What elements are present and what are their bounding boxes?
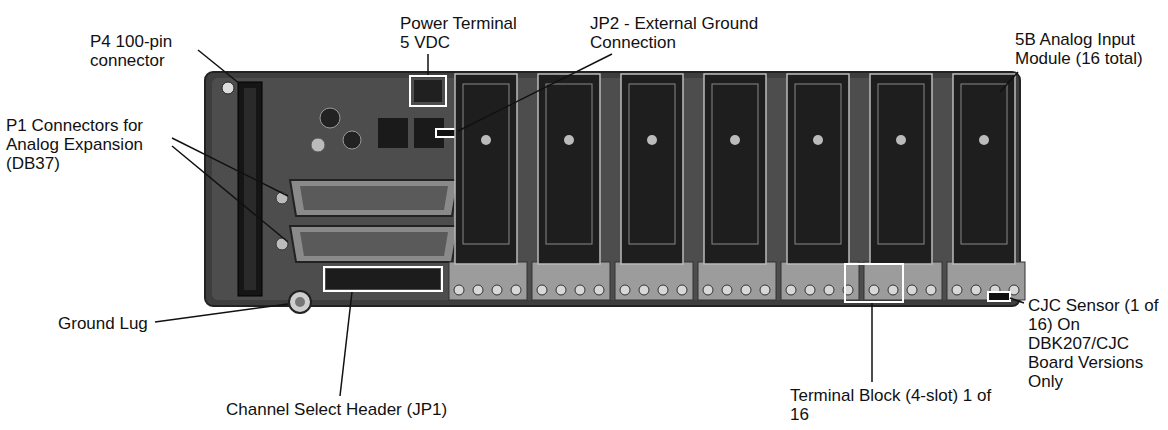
terminal-block (781, 262, 859, 300)
terminal-screw (888, 285, 898, 295)
terminal-screw (594, 285, 604, 295)
module-face (546, 84, 592, 244)
terminal-screw (971, 285, 981, 295)
leader-line (198, 50, 240, 84)
module-face (712, 84, 758, 244)
terminal-screw (722, 285, 732, 295)
terminal-block (449, 262, 527, 300)
leader-line (871, 303, 873, 382)
db37-shell (300, 186, 448, 210)
callout-label: Power Terminal 5 VDC (400, 14, 525, 52)
terminal-screw (556, 285, 566, 295)
terminal-block (615, 262, 693, 300)
analog-module (538, 74, 600, 264)
callout-label: P4 100-pin connector (90, 32, 200, 70)
module-group (449, 74, 1025, 302)
highlight-box (324, 267, 442, 291)
leader-line (1010, 298, 1024, 303)
terminal-screw (537, 285, 547, 295)
terminal-screw (703, 285, 713, 295)
module-screw (813, 135, 823, 145)
db37-connector (290, 226, 458, 262)
leader-line (427, 54, 429, 75)
chip (378, 118, 408, 148)
capacitor (343, 131, 361, 149)
highlight-box (845, 264, 903, 302)
p4-connector-slot (244, 88, 256, 290)
terminal-screw (760, 285, 770, 295)
terminal-screw (926, 285, 936, 295)
analog-module (455, 74, 517, 264)
module-face (795, 84, 841, 244)
capacitor (320, 108, 340, 128)
callout-label: 5B Analog Input Module (16 total) (1015, 30, 1160, 68)
highlight-box (410, 76, 446, 106)
callout-label: JP2 - External Ground Connection (590, 14, 785, 52)
terminal-screw (620, 285, 630, 295)
power-terminal (414, 80, 442, 102)
leader-lines (155, 50, 1024, 396)
module-screw (730, 135, 740, 145)
module-screw (979, 135, 989, 145)
module-screw (481, 135, 491, 145)
module-face (961, 84, 1007, 244)
leader-line (172, 138, 288, 196)
callout-label: Ground Lug (58, 314, 168, 333)
module-face (629, 84, 675, 244)
leader-line (1000, 72, 1018, 92)
callout-label: Channel Select Header (JP1) (226, 400, 496, 419)
module-face (463, 84, 509, 244)
terminal-screw (786, 285, 796, 295)
terminal-screw (639, 285, 649, 295)
channel-select-header (326, 269, 440, 289)
terminal-block (532, 262, 610, 300)
capacitor (311, 138, 325, 152)
leader-line (458, 54, 612, 131)
terminal-screw (658, 285, 668, 295)
terminal-screw (824, 285, 834, 295)
analog-module (787, 74, 849, 264)
module-screw (564, 135, 574, 145)
db37-connector (290, 180, 458, 216)
terminal-screw (575, 285, 585, 295)
circuit-board (205, 72, 1020, 306)
leader-line (155, 304, 288, 322)
terminal-block (947, 262, 1025, 300)
terminal-screw (473, 285, 483, 295)
callout-label: P1 Connectors for Analog Expansion (DB37… (6, 116, 174, 173)
module-screw (647, 135, 657, 145)
module-face (878, 84, 924, 244)
callout-label: Terminal Block (4-slot) 1 of 16 (790, 386, 1005, 424)
terminal-screw (511, 285, 521, 295)
terminal-screw (869, 285, 879, 295)
analog-module (621, 74, 683, 264)
jp2-jumper (436, 129, 456, 137)
terminal-screw (805, 285, 815, 295)
terminal-screw (952, 285, 962, 295)
leader-line (340, 292, 352, 396)
cjc-sensor (988, 292, 1010, 301)
ground-lug (289, 291, 311, 313)
p4-connector (238, 82, 262, 296)
module-screw (896, 135, 906, 145)
analog-module (870, 74, 932, 264)
callout-label: CJC Sensor (1 of 16) On DBK207/CJC Board… (1028, 296, 1163, 391)
ground-lug-center (295, 297, 305, 307)
terminal-screw (907, 285, 917, 295)
terminal-block (698, 262, 776, 300)
terminal-screw (492, 285, 502, 295)
terminal-screw (677, 285, 687, 295)
analog-module (704, 74, 766, 264)
terminal-screw (741, 285, 751, 295)
leader-line (172, 146, 288, 242)
mounting-hole (222, 82, 234, 94)
db37-shell (300, 232, 448, 256)
terminal-screw (454, 285, 464, 295)
analog-module (953, 74, 1015, 264)
